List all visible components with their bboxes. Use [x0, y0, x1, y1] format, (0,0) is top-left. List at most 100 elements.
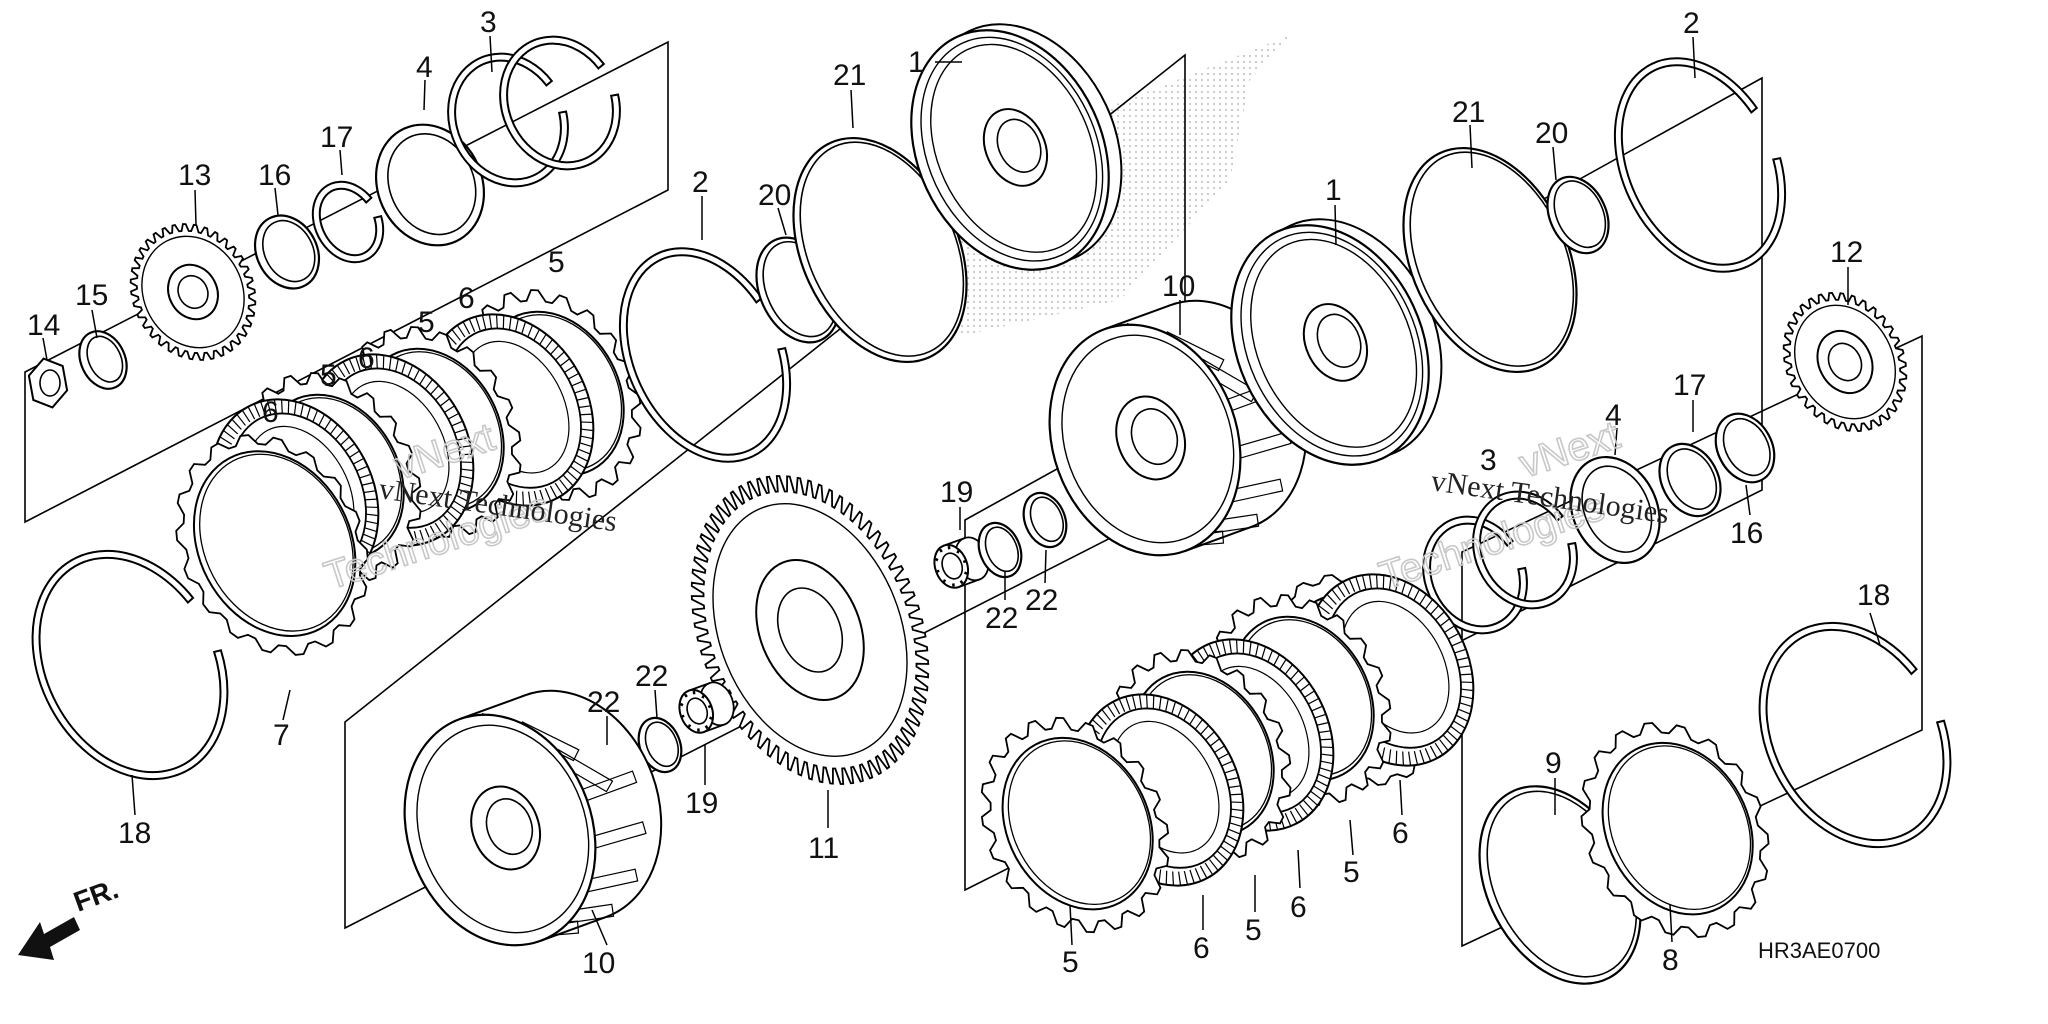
label-part-6-top-3: 6 [262, 396, 279, 429]
leader-14 [42, 337, 48, 361]
part-18-snap-ring-left [31, 550, 229, 781]
leader-lines [42, 35, 1881, 946]
part-labels: 3 4 17 16 13 15 14 21 1 2 20 2 21 20 1 1… [27, 6, 1890, 980]
label-part-17-left: 17 [320, 121, 353, 154]
leader-18a [131, 774, 136, 816]
leader-8 [1669, 904, 1673, 943]
label-part-5-top-3: 5 [320, 359, 337, 392]
label-part-4-right: 4 [1605, 399, 1622, 432]
label-part-6-top-2: 6 [358, 342, 375, 375]
leader-16a [274, 187, 279, 216]
label-part-5-bottom-1: 5 [1062, 946, 1079, 979]
label-part-1-left: 1 [908, 46, 925, 79]
leader-6-r3 [1399, 779, 1403, 816]
leader-6-r2 [1297, 849, 1301, 889]
label-part-2-left: 2 [692, 166, 709, 199]
part-17-snap-ring-right [1658, 442, 1722, 518]
part-22-thrust-washer-upper-2 [1022, 491, 1068, 549]
part-22-thrust-washer-lower-2 [637, 716, 683, 774]
label-part-16-left: 16 [258, 159, 291, 192]
leader-17a [339, 149, 343, 176]
leader-20a [777, 207, 787, 236]
label-part-22-lower-2: 22 [635, 660, 668, 693]
label-part-6-top-1: 6 [458, 282, 475, 315]
part-17-snap-ring [311, 180, 385, 264]
part-13-gear [129, 223, 257, 361]
part-1-piston-left [910, 23, 1123, 271]
label-part-3-left: 3 [480, 6, 497, 39]
label-part-1-right: 1 [1325, 174, 1342, 207]
label-part-3-right: 3 [1480, 444, 1497, 477]
part-12-gear [1782, 291, 1908, 433]
frame-left-upper [24, 40, 669, 524]
part-11-gear-hub [690, 475, 930, 785]
part-8-end-plate [1580, 722, 1770, 938]
leader-21b [1469, 124, 1473, 169]
label-part-19-lower: 19 [685, 787, 718, 820]
label-part-2-right: 2 [1683, 7, 1700, 40]
front-direction-arrow-icon [18, 917, 80, 960]
part-16-bearing-washer-right [1714, 412, 1776, 484]
label-part-15: 15 [75, 279, 108, 312]
label-part-6-bottom-1: 6 [1193, 932, 1210, 965]
leader-21a [850, 89, 854, 129]
label-part-6-bottom-2: 6 [1290, 891, 1307, 924]
front-direction-label: FR. [69, 873, 122, 918]
label-part-8: 8 [1662, 944, 1679, 977]
label-part-18-right: 18 [1857, 579, 1890, 612]
leader-15 [91, 309, 98, 339]
label-part-18-left: 18 [118, 817, 151, 850]
leader-4b [1614, 427, 1618, 456]
part-14-lock-nut [27, 357, 69, 409]
label-part-14: 14 [27, 309, 60, 342]
part-4-plate [374, 123, 486, 247]
leader-22d [654, 689, 658, 719]
label-part-16-right: 16 [1730, 517, 1763, 550]
diagram-code: HR3AE0700 [1758, 938, 1880, 963]
part-19-needle-bearing-lower [678, 681, 735, 734]
label-part-20-left: 20 [758, 179, 791, 212]
label-part-19-upper: 19 [940, 476, 973, 509]
part-3-spring-c [1422, 515, 1528, 635]
label-part-7: 7 [273, 719, 290, 752]
label-part-11: 11 [808, 832, 839, 865]
label-part-17-right: 17 [1673, 369, 1706, 402]
leader-5-r3 [1349, 819, 1354, 856]
part-18-snap-ring-right [1758, 621, 1952, 849]
part-20-o-ring-right [1546, 175, 1610, 255]
parts-layer [27, 23, 1952, 985]
part-5-clutch-plate-r1 [980, 716, 1170, 934]
label-part-4-left: 4 [416, 51, 433, 84]
label-part-20-right: 20 [1535, 117, 1568, 150]
part-7-end-plate [175, 434, 369, 656]
label-part-13: 13 [178, 159, 211, 192]
leader-1b [1334, 204, 1337, 246]
leader-2b [1692, 36, 1696, 79]
leader-20b [1552, 146, 1557, 181]
label-part-5-top-1: 5 [548, 246, 565, 279]
leader-13 [194, 189, 197, 226]
label-part-21-left: 21 [833, 59, 866, 92]
part-10-clutch-drum-lower [403, 689, 663, 947]
leader-4a [423, 79, 426, 111]
part-4-plate-right [1569, 455, 1661, 565]
label-part-22-upper-1: 22 [985, 602, 1018, 635]
part-1-piston-right [1230, 218, 1443, 466]
leader-22b [1044, 549, 1047, 584]
label-part-22-upper-2: 22 [1025, 584, 1058, 617]
label-part-21-right: 21 [1452, 96, 1485, 129]
label-part-10-lower: 10 [582, 947, 615, 980]
label-part-5-top-2: 5 [418, 306, 435, 339]
part-15-washer [78, 330, 128, 390]
part-22-thrust-washer-upper-1 [977, 521, 1023, 579]
part-3-spring-b [499, 35, 621, 171]
front-direction-indicator: FR. [18, 873, 122, 960]
leader-10b [591, 909, 608, 946]
leader-3a [489, 35, 493, 73]
part-3-spring-a [447, 52, 569, 188]
label-part-22-lower-1: 22 [587, 686, 620, 719]
leader-16b [1745, 484, 1751, 516]
label-part-5-bottom-2: 5 [1245, 914, 1262, 947]
part-16-bearing-washer [253, 214, 321, 290]
